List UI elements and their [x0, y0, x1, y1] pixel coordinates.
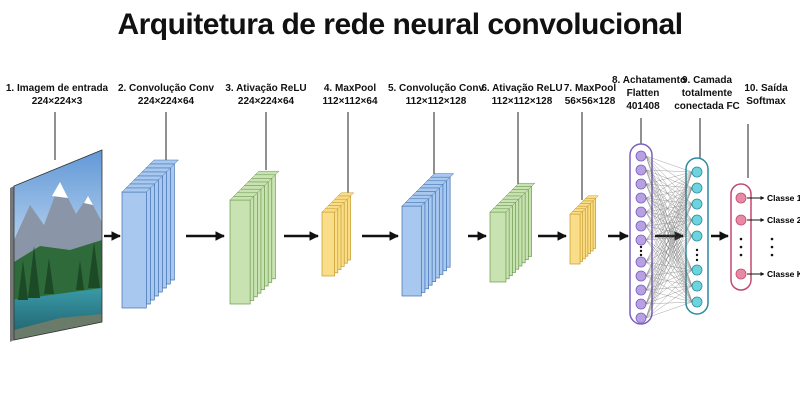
step-label: 10. Saída [744, 83, 788, 94]
flatten-node [635, 270, 647, 282]
softmax-node-1 [735, 192, 747, 204]
flatten-node [635, 284, 647, 296]
diagram-title: Arquitetura de rede neural convolucional [117, 8, 683, 41]
step-dims: 224×224×64 [137, 96, 195, 107]
fc-nodes [691, 166, 703, 308]
flatten-node [635, 150, 647, 162]
label-pool1: 4. MaxPool 112×112×64 [312, 82, 388, 108]
relu2-block [489, 182, 536, 283]
label-input: 1. Imagem de entrada 224×224×3 [4, 82, 110, 108]
softmax-layer: Classe 1 Classe 2 Classe K [730, 183, 800, 291]
flatten-node [635, 312, 647, 324]
softmax-node-2 [735, 214, 747, 226]
flatten-node [635, 234, 647, 246]
label-conv2: 5. Convolução Conv 112×112×128 [384, 82, 488, 108]
step-dims: 224×224×3 [31, 96, 83, 107]
fc-node [691, 280, 703, 292]
step-label: 5. Convolução Conv [387, 83, 485, 94]
step-label-2: Flatten [626, 88, 660, 99]
step-label: 4. MaxPool [323, 83, 377, 94]
step-label-2: totalmente [681, 88, 733, 99]
fc-node [691, 230, 703, 242]
step-label: 9. Camada [681, 75, 733, 86]
step-dims: 112×112×64 [322, 96, 378, 107]
step-label: 2. Convolução Conv [117, 83, 215, 94]
flatten-node [635, 192, 647, 204]
label-fc: 9. Camada totalmente conectada FC [672, 74, 742, 113]
step-dims: Softmax [746, 96, 786, 107]
step-label: 8. Achatamento [612, 75, 687, 86]
step-label: 6. Ativação ReLU [481, 83, 563, 94]
fc-node [691, 182, 703, 194]
class-label-1: Classe 1 [767, 193, 800, 203]
step-label: 1. Imagem de entrada [5, 83, 109, 94]
step-dims: conectada FC [674, 101, 740, 112]
step-dims: 401408 [626, 101, 660, 112]
label-relu2: 6. Ativação ReLU 112×112×128 [478, 82, 566, 108]
fc-node [691, 166, 703, 178]
label-flatten: 8. Achatamento Flatten 401408 [612, 74, 687, 113]
label-relu1: 3. Ativação ReLU 224×224×64 [214, 82, 318, 108]
step-dims: 56×56×128 [564, 96, 616, 107]
fc-node [691, 198, 703, 210]
flatten-node [635, 220, 647, 232]
label-pool2: 7. MaxPool 56×56×128 [560, 82, 620, 108]
step-dims: 112×112×128 [405, 96, 467, 107]
fc-node [691, 296, 703, 308]
label-conv1: 2. Convolução Conv 224×224×64 [112, 82, 220, 108]
label-softmax: 10. Saída Softmax [738, 82, 794, 108]
flatten-node [635, 164, 647, 176]
softmax-node-k [735, 268, 747, 280]
step-label: 3. Ativação ReLU [225, 83, 307, 94]
pool2-block [569, 195, 599, 265]
class-label-2: Classe 2 [767, 215, 800, 225]
input-image [10, 149, 103, 342]
class-label-k: Classe K [767, 269, 800, 279]
conv2-block [401, 173, 455, 297]
feature-blocks [121, 159, 599, 309]
fc-node [691, 214, 703, 226]
step-dims: 112×112×128 [491, 96, 553, 107]
fc-node [691, 264, 703, 276]
dense-connections [645, 155, 693, 319]
step-dims: 224×224×64 [237, 96, 295, 107]
pool1-block [321, 192, 355, 277]
step-label: 7. MaxPool [563, 83, 617, 94]
label-pointers [54, 112, 749, 200]
flatten-node [635, 178, 647, 190]
relu1-block [229, 170, 280, 305]
flatten-node [635, 298, 647, 310]
conv1-block [121, 159, 179, 309]
flatten-node [635, 206, 647, 218]
fc-layer [685, 157, 709, 315]
flatten-node [635, 256, 647, 268]
